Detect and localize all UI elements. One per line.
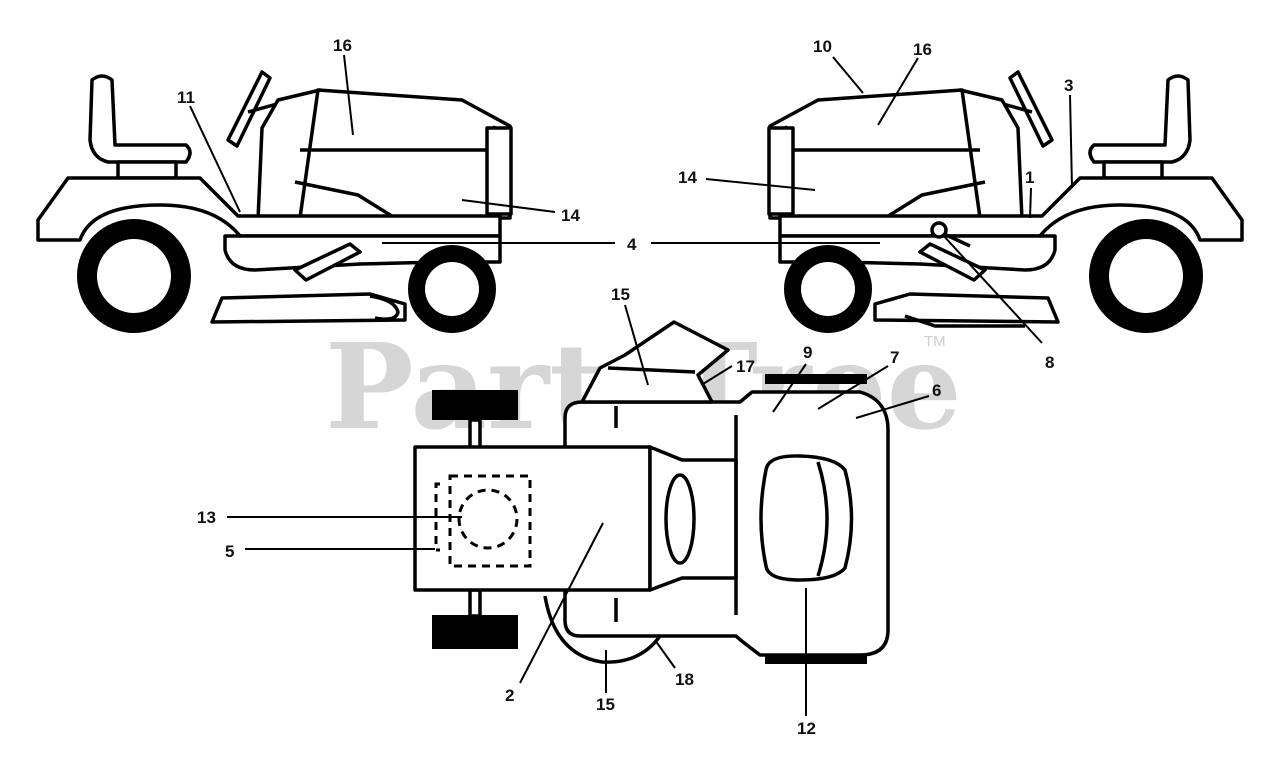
hood-right: [768, 88, 982, 220]
callout-17: 17: [736, 357, 755, 376]
callout-16: 16: [333, 36, 352, 55]
seat-top-back: [816, 461, 829, 577]
rear-fender-right: [778, 176, 1244, 242]
grille-right: [767, 126, 795, 216]
leader-3: [1069, 94, 1073, 189]
leader-1: [1029, 187, 1032, 219]
hood-crease-left: [294, 180, 396, 220]
front-tire-top-upper: [432, 390, 518, 420]
tractor-left-side-view: [36, 70, 513, 333]
callout-2: 2: [505, 686, 514, 705]
chute-line: [607, 366, 696, 374]
tractor-top-view: [413, 320, 890, 664]
lift-lever-knob-right: [930, 221, 948, 239]
leader-16b: [877, 57, 919, 126]
rear-tire-top-upper: [765, 374, 867, 384]
front-wheel-hub-left: [425, 262, 479, 316]
deck-lower-lobe: [543, 595, 662, 664]
callout-1: 1: [1025, 168, 1034, 187]
rear-wheel-hub-right: [1109, 239, 1183, 313]
leader-17: [702, 365, 733, 385]
callout-5: 5: [225, 542, 234, 561]
seat-left: [88, 74, 192, 164]
lift-lever-right: [943, 232, 971, 248]
callout-12: 12: [797, 719, 816, 738]
deck-chute-left: [369, 294, 400, 321]
deck-lower-right: [904, 314, 1025, 328]
mower-deck-left: [210, 292, 407, 324]
callout-7: 7: [890, 348, 899, 367]
front-wheel-hub-right: [801, 262, 855, 316]
leader-14a: [461, 199, 556, 213]
engine-side-outline: [434, 482, 440, 552]
callout-14: 14: [678, 168, 697, 187]
callout-16: 16: [913, 40, 932, 59]
callout-4: 4: [627, 235, 637, 254]
steering-wheel-right: [1008, 70, 1054, 148]
leader-7: [817, 365, 889, 410]
tractor-right-side-view: [767, 70, 1244, 333]
leader-10: [832, 56, 864, 94]
front-tire-top-lower: [432, 615, 518, 649]
leader-16a: [343, 54, 354, 136]
callout-9: 9: [803, 343, 812, 362]
steering-top: [664, 473, 696, 565]
footrest-left: [293, 242, 362, 282]
footrest-right: [918, 242, 987, 282]
grille-left: [485, 126, 513, 216]
hood-left: [298, 88, 512, 220]
watermark-trademark: TM: [924, 333, 946, 350]
leader-8: [941, 233, 1043, 344]
axle-lower: [468, 588, 482, 618]
callout-8: 8: [1045, 353, 1054, 372]
leader-2: [519, 522, 604, 684]
callout-14: 14: [561, 206, 580, 225]
leader-9: [772, 363, 807, 413]
leader-14b: [705, 178, 816, 191]
engine-circle: [457, 488, 519, 550]
callout-15: 15: [611, 285, 630, 304]
mower-deck-right: [873, 292, 1060, 324]
leader-15a: [624, 304, 649, 386]
callout-3: 3: [1064, 76, 1073, 95]
engine-outline: [448, 474, 532, 568]
seat-top: [759, 454, 854, 582]
seat-right: [1088, 74, 1192, 164]
hood-crease-right: [884, 180, 986, 220]
rear-wheel-hub-left: [97, 239, 171, 313]
callout-15: 15: [596, 695, 615, 714]
callout-18: 18: [675, 670, 694, 689]
steering-column-left: [247, 102, 278, 114]
leader-6: [855, 395, 930, 419]
rear-tire-top-lower: [765, 654, 867, 664]
callout-13: 13: [197, 508, 216, 527]
axle-upper: [468, 418, 482, 450]
callout-6: 6: [932, 381, 941, 400]
callout-10: 10: [813, 37, 832, 56]
callouts: 16 11 14 4 10 16 14 1 3 8 15 17 9 7 6 13…: [177, 36, 1073, 738]
callout-11: 11: [177, 88, 195, 107]
steering-wheel-left: [226, 70, 272, 148]
steering-column-right: [1002, 102, 1033, 114]
leader-lines: [189, 54, 1073, 716]
rear-fender-left: [36, 176, 502, 242]
leader-18: [654, 639, 676, 669]
seat-base-left: [116, 160, 178, 180]
discharge-chute: [580, 320, 730, 404]
seat-base-right: [1102, 160, 1164, 180]
leader-11: [189, 105, 241, 213]
